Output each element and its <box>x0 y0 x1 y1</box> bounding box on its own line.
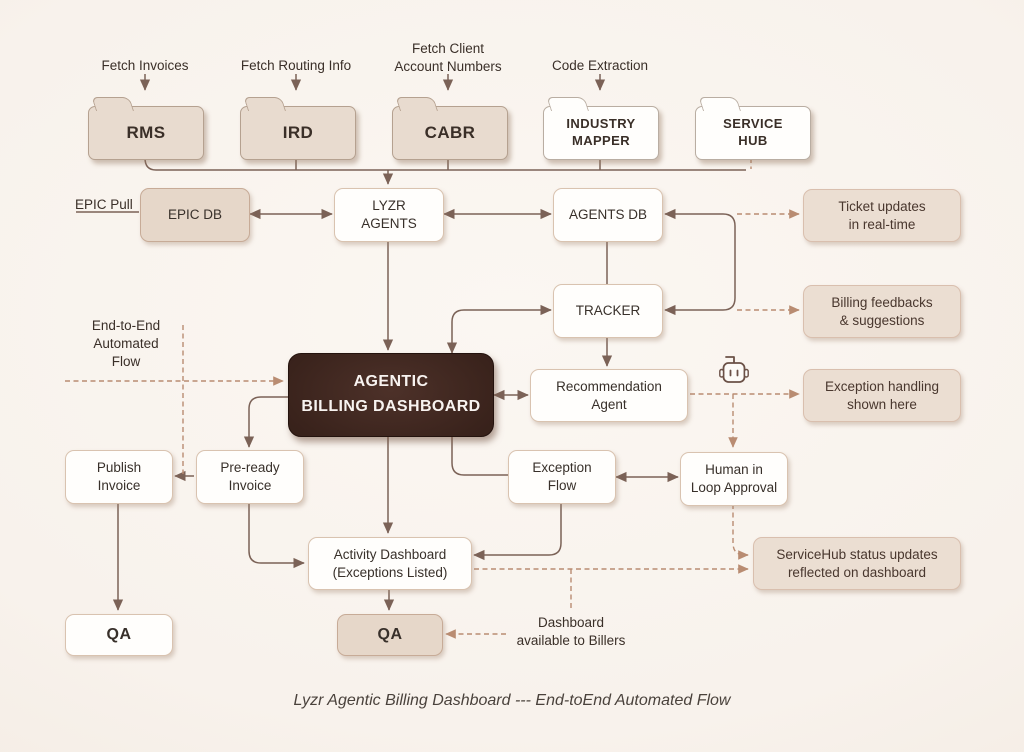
edge-agentsdb-tracker-loop <box>664 208 736 316</box>
edge-dashboard-tracker <box>446 304 552 354</box>
node-qa-right: QA <box>337 614 443 656</box>
callout-exception-handling: Exception handling shown here <box>803 369 961 422</box>
node-activity-dashboard: Activity Dashboard (Exceptions Listed) <box>308 537 472 590</box>
node-qa-left: QA <box>65 614 173 656</box>
edge-exceptionflow-activity <box>473 502 562 561</box>
annotation-fetch-invoices: Fetch Invoices <box>101 58 189 73</box>
node-cabr: CABR <box>392 97 508 160</box>
node-ird-label: IRD <box>282 123 314 142</box>
node-industry-mapper-label: INDUSTRY MAPPER <box>566 116 636 148</box>
edge-dashboard-preready <box>243 396 288 448</box>
callout-servicehub-status: ServiceHub status updates reflected on d… <box>753 537 961 590</box>
folder-tab-icon <box>698 97 741 111</box>
annotation-fetch-client: Fetch Client Account Numbers <box>394 41 502 74</box>
node-cabr-label: CABR <box>424 123 476 142</box>
node-agentic-billing-dashboard: AGENTIC BILLING DASHBOARD <box>288 353 494 437</box>
node-rms-label: RMS <box>126 123 166 142</box>
diagram-caption: Lyzr Agentic Billing Dashboard --- End-t… <box>293 692 731 709</box>
node-pre-ready-invoice: Pre-ready Invoice <box>196 450 304 504</box>
node-lyzr-agents: LYZR AGENTS <box>334 188 444 242</box>
node-publish-invoice: Publish Invoice <box>65 450 173 504</box>
callout-billing-feedbacks: Billing feedbacks & suggestions <box>803 285 961 338</box>
edge-dashboard-exceptionflow <box>451 435 508 476</box>
node-recommendation-agent: Recommendation Agent <box>530 369 688 422</box>
label-epic-pull: EPIC Pull <box>75 197 133 212</box>
node-service-hub-label: SERVICE HUB <box>723 116 783 148</box>
folder-tab-icon <box>395 97 438 111</box>
robot-icon <box>719 356 749 383</box>
label-dashboard-billers: Dashboard available to Billers <box>516 615 626 648</box>
node-rms: RMS <box>88 97 204 160</box>
node-agents-db: AGENTS DB <box>553 188 663 242</box>
annotation-fetch-routing: Fetch Routing Info <box>240 58 352 73</box>
node-tracker: TRACKER <box>553 284 663 338</box>
callout-ticket-updates: Ticket updates in real-time <box>803 189 961 242</box>
folder-tab-icon <box>91 97 134 111</box>
folder-tab-icon <box>546 97 589 111</box>
node-epic-db: EPIC DB <box>140 188 250 242</box>
node-exception-flow: Exception Flow <box>508 450 616 504</box>
node-service-hub: SERVICE HUB <box>695 97 811 160</box>
label-end-to-end: End-to-End Automated Flow <box>91 318 161 369</box>
node-human-in-loop: Human in Loop Approval <box>680 452 788 506</box>
edge-humanloop-servicehub <box>732 504 749 560</box>
annotation-code-extraction: Code Extraction <box>551 58 649 73</box>
node-industry-mapper: INDUSTRY MAPPER <box>543 97 659 160</box>
node-ird: IRD <box>240 97 356 160</box>
folder-tab-icon <box>243 97 286 111</box>
edge-preready-activity <box>248 502 305 569</box>
